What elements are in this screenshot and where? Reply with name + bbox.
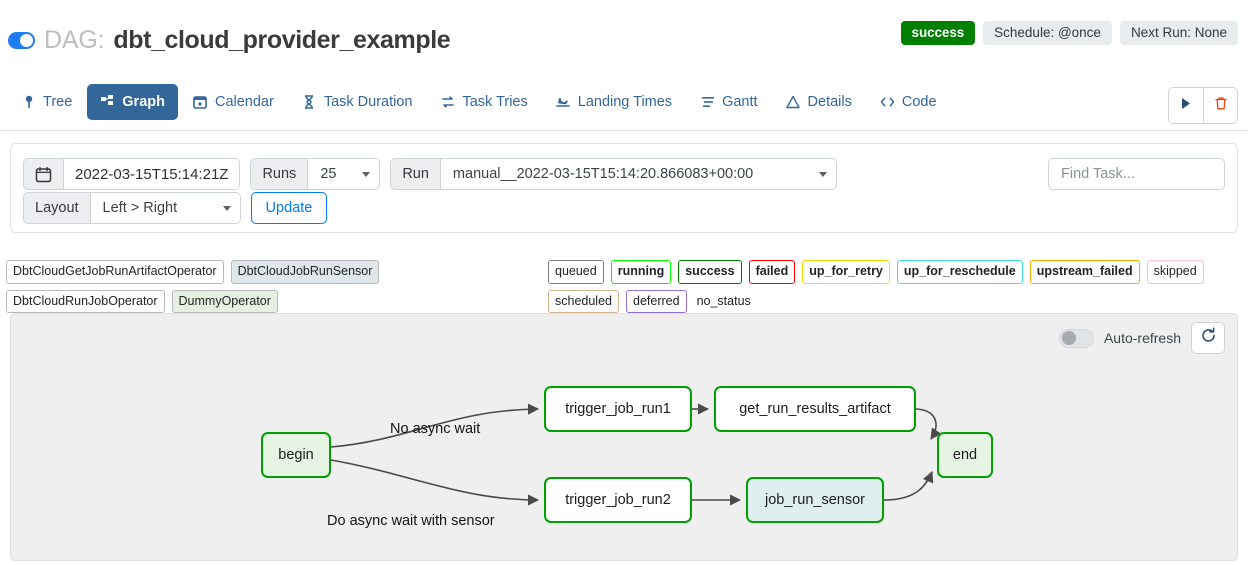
tab-gantt[interactable]: Gantt bbox=[687, 84, 770, 120]
dag-pause-toggle-icon[interactable] bbox=[8, 32, 35, 49]
state-legend-chip[interactable]: running bbox=[610, 260, 672, 284]
graph-node-end[interactable]: end bbox=[937, 432, 993, 478]
graph-node-trigger_job_run1[interactable]: trigger_job_run1 bbox=[544, 386, 692, 432]
runs-label: Runs bbox=[250, 158, 309, 190]
chevron-down-icon bbox=[362, 171, 371, 177]
tab-gantt-label: Gantt bbox=[722, 94, 758, 110]
dag-name-label: dbt_cloud_provider_example bbox=[113, 26, 451, 54]
state-legend-chip[interactable]: no_status bbox=[696, 293, 751, 308]
refresh-button[interactable] bbox=[1191, 322, 1225, 354]
auto-refresh-group: Auto-refresh bbox=[1058, 322, 1225, 354]
state-legend-chip[interactable]: skipped bbox=[1146, 260, 1204, 284]
run-group: Run manual__2022-03-15T15:14:20.866083+0… bbox=[390, 158, 837, 190]
graph-panel: Auto-refresh begin trigger_job_run1 get_ru… bbox=[10, 313, 1238, 561]
tab-code-label: Code bbox=[901, 94, 937, 110]
dag-action-group bbox=[1168, 87, 1238, 124]
state-legend-chip[interactable]: upstream_failed bbox=[1029, 260, 1140, 284]
tab-task-tries[interactable]: Task Tries bbox=[427, 84, 540, 120]
header-badge-group: success Schedule: @once Next Run: None bbox=[900, 21, 1238, 45]
state-legend-chip[interactable]: up_for_reschedule bbox=[896, 260, 1023, 284]
graph-icon bbox=[100, 95, 115, 110]
tab-task-duration[interactable]: Task Duration bbox=[289, 84, 426, 120]
operator-legend-chip[interactable]: DbtCloudRunJobOperator bbox=[6, 289, 165, 313]
state-legend-chip[interactable]: scheduled bbox=[548, 289, 619, 313]
update-button[interactable]: Update bbox=[250, 192, 328, 224]
run-label: Run bbox=[390, 158, 441, 190]
graph-node-begin[interactable]: begin bbox=[261, 432, 331, 478]
tab-task-duration-label: Task Duration bbox=[323, 94, 413, 110]
execution-date-group: 2022-03-15T15:14:21Z bbox=[23, 158, 241, 190]
graph-node-get_run_results_artifact[interactable]: get_run_results_artifact bbox=[714, 386, 916, 432]
execution-date-input[interactable]: 2022-03-15T15:14:21Z bbox=[64, 158, 241, 190]
tab-tree-label: Tree bbox=[43, 94, 73, 110]
status-badge: success bbox=[900, 21, 976, 45]
state-legend-chip[interactable]: up_for_retry bbox=[802, 260, 890, 284]
tab-details[interactable]: Details bbox=[773, 84, 865, 120]
filter-bar: 2022-03-15T15:14:21Z Runs 25 Run manual_… bbox=[10, 143, 1238, 233]
operator-legend-chip[interactable]: DbtCloudGetJobRunArtifactOperator bbox=[6, 260, 224, 284]
operator-legend-chip[interactable]: DummyOperator bbox=[171, 289, 278, 313]
run-select-value: manual__2022-03-15T15:14:20.866083+00:00 bbox=[452, 166, 754, 182]
tab-landing-times-label: Landing Times bbox=[577, 94, 673, 110]
state-legend-chip[interactable]: deferred bbox=[626, 289, 687, 313]
page-title: DAG: dbt_cloud_provider_example bbox=[8, 26, 451, 55]
trash-icon bbox=[1214, 96, 1228, 116]
calendar-icon[interactable] bbox=[23, 158, 64, 190]
schedule-badge: Schedule: @once bbox=[983, 21, 1112, 45]
tab-task-tries-label: Task Tries bbox=[462, 94, 528, 110]
state-legend-chip[interactable]: queued bbox=[548, 260, 604, 284]
run-select[interactable]: manual__2022-03-15T15:14:20.866083+00:00 bbox=[440, 158, 837, 190]
retry-icon bbox=[440, 95, 455, 110]
graph-edge-label: No async wait bbox=[390, 421, 481, 437]
auto-refresh-label: Auto-refresh bbox=[1103, 330, 1181, 346]
next-run-badge: Next Run: None bbox=[1119, 21, 1238, 45]
delete-dag-button[interactable] bbox=[1203, 88, 1237, 123]
gantt-icon bbox=[700, 95, 715, 110]
refresh-icon bbox=[1200, 327, 1217, 349]
tab-graph-label: Graph bbox=[122, 94, 165, 110]
tab-calendar[interactable]: Calendar bbox=[180, 84, 287, 120]
dag-view-tabs: Tree Graph Calendar Task Duration Task T… bbox=[0, 84, 1248, 131]
page-header: DAG: dbt_cloud_provider_example success … bbox=[0, 0, 1248, 70]
hourglass-icon bbox=[302, 95, 317, 110]
layout-group: Layout Left > Right bbox=[23, 192, 241, 224]
dag-prefix-label: DAG: bbox=[44, 26, 105, 54]
calendar-icon bbox=[193, 95, 208, 110]
graph-edges bbox=[330, 403, 942, 506]
trigger-dag-button[interactable] bbox=[1169, 88, 1203, 123]
find-task-input[interactable]: Find Task... bbox=[1048, 158, 1225, 190]
tree-icon bbox=[21, 95, 36, 110]
warning-triangle-icon bbox=[786, 95, 801, 110]
tab-landing-times[interactable]: Landing Times bbox=[543, 84, 685, 120]
chevron-down-icon bbox=[818, 171, 827, 177]
tab-calendar-label: Calendar bbox=[214, 94, 274, 110]
play-icon bbox=[1180, 97, 1192, 115]
operator-legend-chip[interactable]: DbtCloudJobRunSensor bbox=[230, 260, 380, 284]
tab-tree[interactable]: Tree bbox=[8, 84, 85, 120]
layout-label: Layout bbox=[23, 192, 91, 224]
graph-node-trigger_job_run2[interactable]: trigger_job_run2 bbox=[544, 477, 692, 523]
state-legend-chip[interactable]: success bbox=[678, 260, 742, 284]
auto-refresh-toggle[interactable] bbox=[1058, 328, 1094, 348]
runs-group: Runs 25 bbox=[250, 158, 381, 190]
code-brackets-icon bbox=[880, 95, 895, 110]
state-legend-chip[interactable]: failed bbox=[748, 260, 796, 284]
graph-edge-label: Do async wait with sensor bbox=[327, 513, 495, 529]
chevron-down-icon bbox=[222, 205, 231, 211]
tab-graph[interactable]: Graph bbox=[87, 84, 178, 120]
graph-node-job_run_sensor[interactable]: job_run_sensor bbox=[746, 477, 884, 523]
landing-icon bbox=[556, 95, 571, 110]
runs-select-value: 25 bbox=[320, 166, 337, 182]
layout-select[interactable]: Left > Right bbox=[90, 192, 241, 224]
layout-select-value: Left > Right bbox=[102, 200, 178, 216]
runs-select[interactable]: 25 bbox=[308, 158, 381, 190]
tab-details-label: Details bbox=[807, 94, 852, 110]
tab-code[interactable]: Code bbox=[867, 84, 950, 120]
